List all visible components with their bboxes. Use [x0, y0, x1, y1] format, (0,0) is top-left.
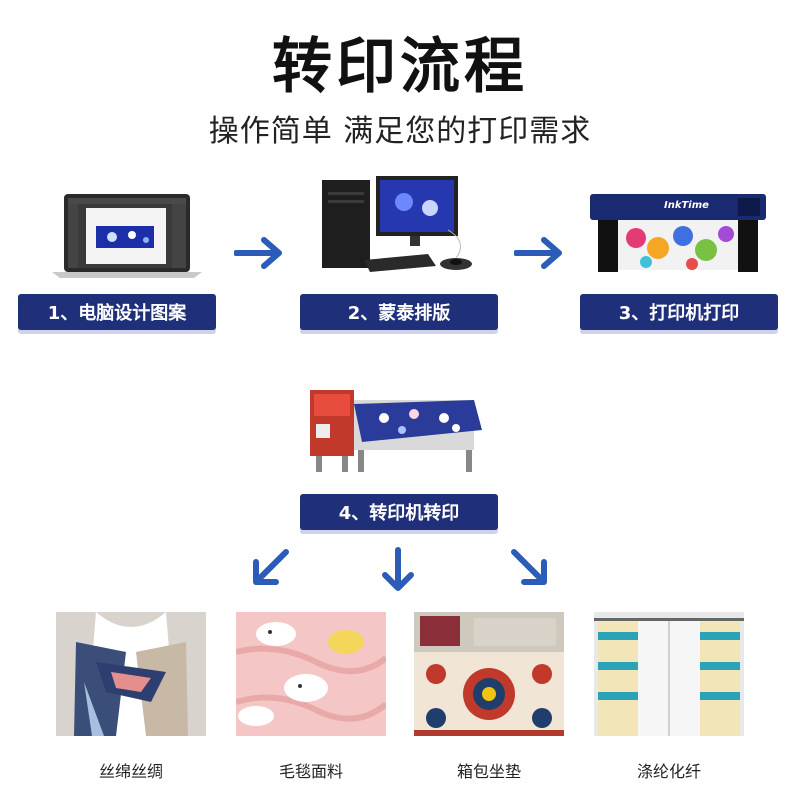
arrow-down-right-icon: [508, 546, 552, 594]
step-1-label: 1、电脑设计图案: [18, 294, 216, 330]
heat-transfer-machine-image: [306, 384, 492, 476]
arrow-right-icon: [233, 236, 284, 274]
silk-scarf-image: [56, 612, 206, 736]
product-label-rug: 箱包坐垫: [456, 762, 521, 781]
printer-image: InkTime: [588, 186, 768, 278]
arrow-down-left-icon: [248, 546, 292, 594]
step-2-label: 2、蒙泰排版: [300, 294, 498, 330]
step-4-label: 4、转印机转印: [300, 494, 498, 530]
desktop-computer-image: [318, 172, 488, 277]
product-label-blanket: 毛毯面料: [278, 762, 343, 781]
page-title: 转印流程: [272, 32, 528, 102]
arrow-right-icon: [513, 236, 564, 274]
page-subtitle: 操作简单 满足您的打印需求: [208, 114, 592, 149]
laptop-image: [52, 190, 202, 280]
step-3-label: 3、打印机打印: [580, 294, 778, 330]
blanket-fabric-image: [236, 612, 386, 736]
printer-brand-label: InkTime: [664, 200, 709, 211]
arrow-down-icon: [380, 546, 416, 598]
rug-cushion-image: [414, 612, 564, 736]
product-label-silk: 丝绵丝绸: [98, 762, 163, 781]
polyester-curtain-image: [594, 612, 744, 736]
product-label-curtain: 涤纶化纤: [636, 762, 701, 781]
